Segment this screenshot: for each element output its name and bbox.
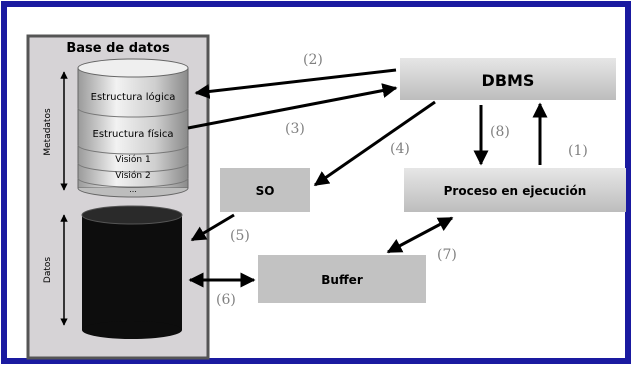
layer-view-1: Visión 1 (115, 154, 150, 165)
step-label-8: (8) (490, 124, 510, 140)
layer-view-2: Visión 2 (115, 170, 150, 181)
metadata-cylinder (77, 58, 189, 198)
layer-physical-structure: Estructura física (93, 128, 174, 140)
so-box (220, 168, 310, 212)
process-label: Proceso en ejecución (444, 184, 587, 198)
layer-logical-structure: Estructura lógica (91, 91, 176, 103)
buffer-box (258, 255, 426, 303)
so-label: SO (256, 184, 275, 198)
step-label-7: (7) (437, 247, 457, 263)
arrow-5 (190, 213, 235, 242)
step-label-3: (3) (285, 121, 305, 137)
step-label-6: (6) (216, 292, 236, 308)
step-label-4: (4) (390, 141, 410, 157)
dbms-label: DBMS (482, 71, 535, 90)
metadata-side-label: Metadatos (43, 108, 53, 156)
layer-more: ... (129, 185, 137, 194)
arrow-7 (386, 216, 454, 254)
step-label-2: (2) (303, 52, 323, 68)
database-panel-title: Base de datos (66, 41, 170, 56)
step-label-5: (5) (230, 228, 250, 244)
arrow-3 (187, 83, 398, 130)
process-box (404, 168, 626, 212)
step-label-1: (1) (568, 143, 588, 159)
arrow-2 (194, 68, 397, 99)
data-side-label: Datos (43, 257, 53, 283)
arrow-4 (313, 100, 436, 187)
buffer-label: Buffer (321, 273, 363, 287)
data-cylinder (81, 205, 183, 339)
dbms-box (400, 58, 616, 100)
